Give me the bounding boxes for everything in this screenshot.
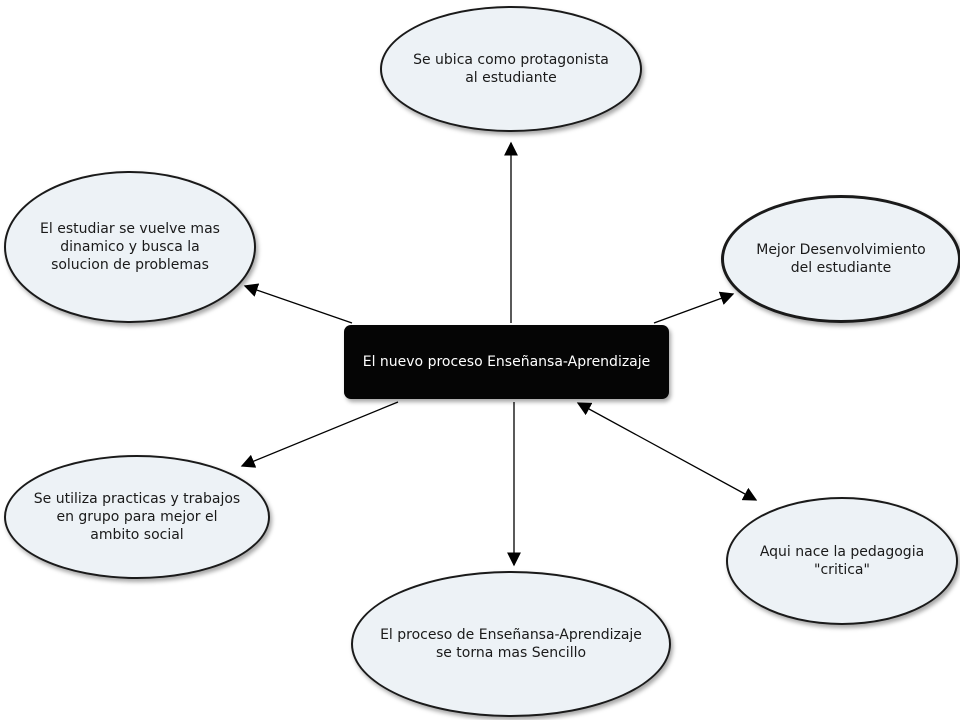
arrow-to-lower-right bbox=[576, 402, 758, 501]
node-lower-right-pedagogia: Aqui nace la pedagogia "critica" bbox=[726, 497, 958, 625]
node-bottom-sencillo: El proceso de Enseñansa-Aprendizaje se t… bbox=[351, 571, 671, 717]
node-top-protagonista: Se ubica como protagonista al estudiante bbox=[380, 6, 642, 132]
node-upper-left-label: El estudiar se vuelve mas dinamico y bus… bbox=[40, 221, 220, 273]
node-bottom-label: El proceso de Enseñansa-Aprendizaje se t… bbox=[380, 627, 642, 661]
arrow-to-upper-right bbox=[653, 291, 735, 324]
node-upper-right-desenvolvimiento: Mejor Desenvolvimiento del estudiante bbox=[721, 195, 960, 323]
node-top-label: Se ubica como protagonista al estudiante bbox=[413, 52, 609, 86]
node-lower-right-label: Aqui nace la pedagogia "critica" bbox=[759, 544, 925, 578]
central-concept-label: El nuevo proceso Enseñansa-Aprendizaje bbox=[362, 354, 651, 370]
node-upper-left-dinamico: El estudiar se vuelve mas dinamico y bus… bbox=[4, 171, 256, 323]
arrow-to-lower-left bbox=[240, 401, 399, 468]
node-lower-left-label: Se utiliza practicas y trabajos en grupo… bbox=[33, 491, 241, 543]
node-upper-right-label: Mejor Desenvolvimiento del estudiante bbox=[756, 242, 926, 276]
arrow-to-upper-left bbox=[243, 283, 353, 324]
central-concept-box: El nuevo proceso Enseñansa-Aprendizaje bbox=[344, 325, 669, 399]
node-lower-left-practicas: Se utiliza practicas y trabajos en grupo… bbox=[4, 455, 270, 579]
